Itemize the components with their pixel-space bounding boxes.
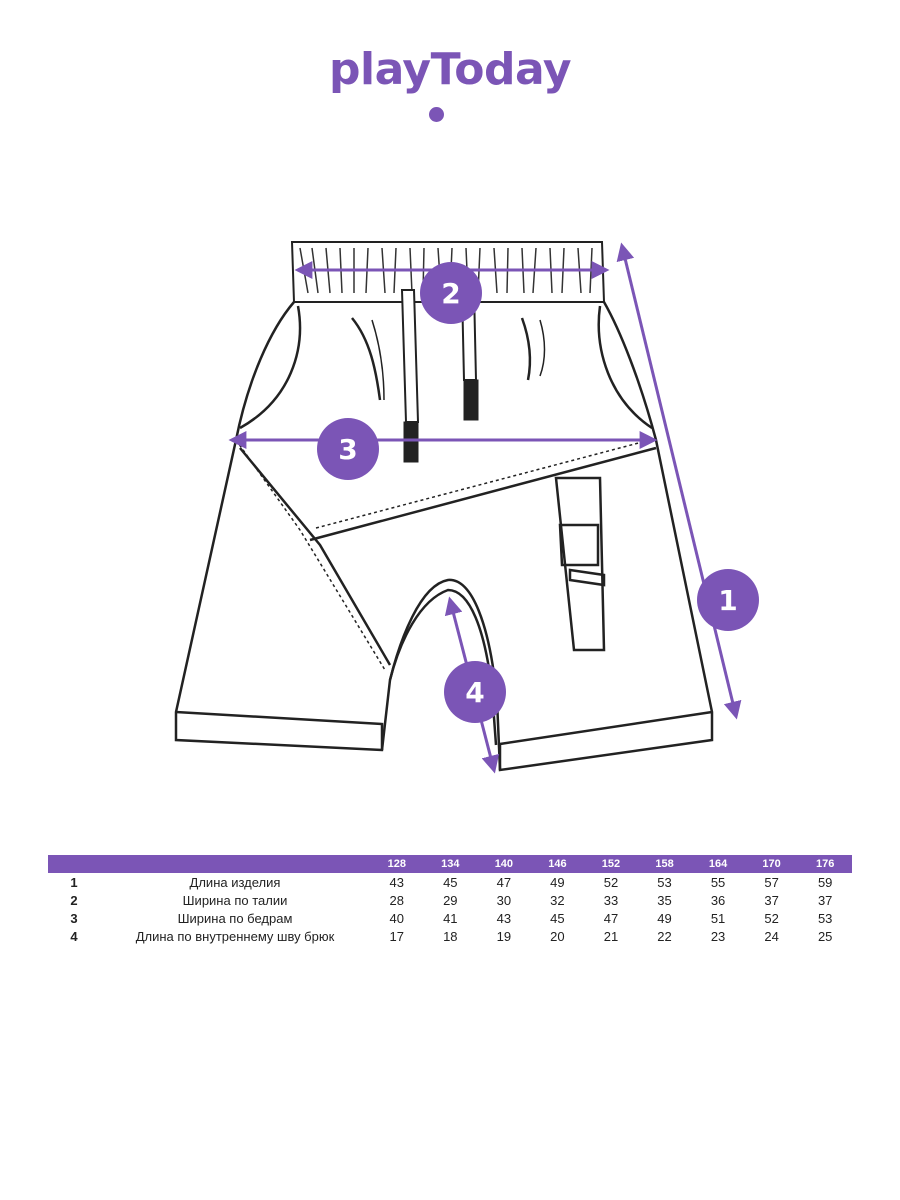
table-row: 4 Длина по внутреннему шву брюк 17 18 19…: [48, 927, 852, 945]
table-cell: 32: [550, 892, 565, 908]
table-cell: 22: [657, 928, 672, 944]
table-cell: 43: [496, 910, 512, 926]
table-cell: 49: [550, 874, 565, 890]
table-cell: 21: [603, 928, 619, 944]
size-header: 158: [655, 858, 674, 870]
svg-text:4: 4: [465, 676, 484, 709]
row-number: 2: [70, 892, 78, 908]
table-cell: 18: [443, 928, 458, 944]
size-header: 170: [762, 858, 781, 870]
marker-badge-1: 1: [697, 569, 759, 631]
row-label: Ширина по бедрам: [177, 910, 293, 926]
table-cell: 36: [710, 892, 726, 908]
brand-logo: playToday: [328, 44, 572, 95]
marker-badge-2: 2: [420, 262, 482, 324]
table-cell: 28: [389, 892, 404, 908]
table-cell: 37: [764, 892, 779, 908]
table-cell: 25: [817, 928, 833, 944]
shorts-body: [174, 301, 714, 772]
table-cell: 52: [603, 874, 619, 890]
table-cell: 41: [443, 910, 458, 926]
table-cell: 45: [443, 874, 458, 890]
size-header: 128: [387, 858, 406, 870]
row-label: Длина изделия: [189, 874, 281, 890]
table-cell: 29: [443, 892, 458, 908]
table-cell: 23: [710, 928, 726, 944]
svg-text:1: 1: [718, 584, 737, 617]
svg-text:3: 3: [338, 433, 357, 466]
table-cell: 45: [550, 910, 565, 926]
table-cell: 59: [817, 874, 833, 890]
logo-dot: [429, 107, 444, 122]
size-table: 128 134 140 146 152 158 164 170 176 1 Дл…: [48, 855, 852, 945]
table-cell: 53: [657, 874, 672, 890]
table-cell: 49: [657, 910, 672, 926]
row-number: 4: [70, 928, 78, 944]
table-row: 1 Длина изделия 43 45 47 49 52 53 55 57 …: [48, 873, 852, 891]
table-cell: 55: [710, 874, 726, 890]
marker-badge-3: 3: [317, 418, 379, 480]
size-header-row: 128 134 140 146 152 158 164 170 176: [48, 855, 852, 873]
size-header: 176: [816, 858, 835, 870]
table-cell: 17: [389, 928, 404, 944]
size-header: 134: [441, 858, 460, 870]
table-row: 2 Ширина по талии 28 29 30 32 33 35 36 3…: [48, 891, 852, 909]
table-cell: 20: [550, 928, 565, 944]
table-cell: 33: [603, 892, 619, 908]
size-header: 146: [548, 858, 567, 870]
row-label: Длина по внутреннему шву брюк: [135, 928, 335, 944]
header-label-cell: [100, 855, 370, 873]
table-row: 3 Ширина по бедрам 40 41 43 45 47 49 51 …: [48, 909, 852, 927]
table-cell: 30: [496, 892, 512, 908]
table-cell: 53: [817, 910, 833, 926]
size-header: 152: [601, 858, 621, 870]
table-cell: 35: [657, 892, 672, 908]
shorts-sketch: 2 3 1 4: [174, 241, 759, 774]
row-number: 3: [70, 910, 78, 926]
table-cell: 19: [496, 928, 512, 944]
header-num-cell: [48, 855, 100, 873]
table-cell: 24: [764, 928, 779, 944]
table-cell: 43: [389, 874, 404, 890]
svg-text:2: 2: [441, 277, 460, 310]
size-header: 164: [708, 858, 728, 870]
table-cell: 37: [817, 892, 833, 908]
table-cell: 47: [603, 910, 619, 926]
marker-badge-4: 4: [444, 661, 506, 723]
row-number: 1: [70, 874, 78, 890]
table-cell: 40: [389, 910, 404, 926]
table-cell: 57: [764, 874, 779, 890]
row-label: Ширина по талии: [182, 892, 288, 908]
size-header: 140: [494, 858, 514, 870]
table-cell: 51: [710, 910, 726, 926]
table-cell: 47: [496, 874, 512, 890]
table-cell: 52: [764, 910, 779, 926]
